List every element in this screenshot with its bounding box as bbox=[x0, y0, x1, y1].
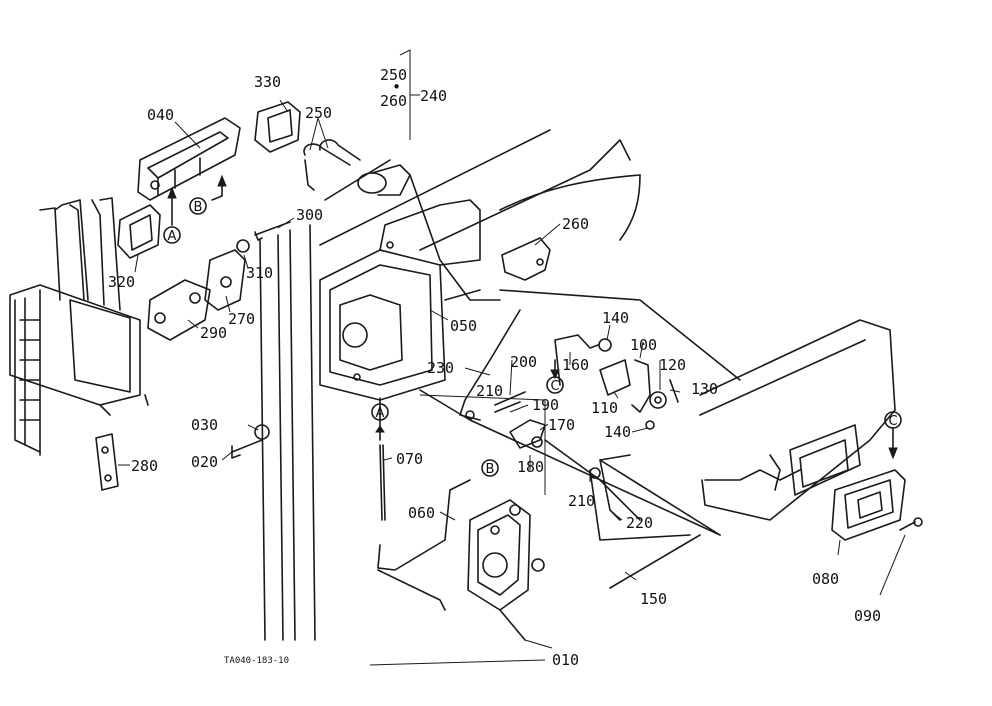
label-140-b: 140 bbox=[604, 423, 631, 441]
label-080: 080 bbox=[812, 570, 839, 588]
label-030: 030 bbox=[191, 416, 218, 434]
label-130: 130 bbox=[691, 380, 718, 398]
label-250-a: 250 bbox=[380, 66, 407, 84]
striker-plate bbox=[95, 433, 119, 491]
rods bbox=[377, 444, 471, 611]
callout-b-top: B bbox=[189, 197, 207, 215]
label-210-b: 210 bbox=[568, 492, 595, 510]
bolt-washer bbox=[231, 424, 270, 459]
callout-b-bottom: B bbox=[481, 459, 499, 477]
bracket-260 bbox=[501, 237, 551, 281]
key-cover bbox=[254, 101, 301, 153]
inside-handle bbox=[831, 469, 923, 541]
lock-body bbox=[319, 199, 481, 401]
svg-text:C: C bbox=[550, 379, 559, 394]
label-180: 180 bbox=[517, 458, 544, 476]
label-250-b: 250 bbox=[305, 104, 332, 122]
svg-text:B: B bbox=[486, 462, 495, 477]
label-190: 190 bbox=[532, 396, 559, 414]
svg-text:B: B bbox=[194, 200, 203, 215]
callout-a-bottom: A bbox=[371, 403, 389, 421]
circle-callouts: A B A B C C bbox=[163, 197, 902, 477]
label-090: 090 bbox=[854, 607, 881, 625]
label-dot: • bbox=[392, 78, 401, 96]
part-labels: 250 • 260 240 330 040 250 300 310 320 29… bbox=[108, 66, 881, 669]
latch-assembly bbox=[467, 499, 545, 641]
label-110: 110 bbox=[591, 399, 618, 417]
label-230: 230 bbox=[427, 359, 454, 377]
label-040: 040 bbox=[147, 106, 174, 124]
label-260-b: 260 bbox=[562, 215, 589, 233]
label-020: 020 bbox=[191, 453, 218, 471]
callout-c-left: C bbox=[546, 376, 564, 394]
reference-arrows bbox=[167, 174, 898, 460]
label-140-a: 140 bbox=[602, 309, 629, 327]
label-220: 220 bbox=[626, 514, 653, 532]
label-260-a: 260 bbox=[380, 92, 407, 110]
svg-text:A: A bbox=[168, 229, 177, 244]
label-320: 320 bbox=[108, 273, 135, 291]
mounting-plate bbox=[147, 221, 291, 341]
bracket-320 bbox=[117, 204, 161, 259]
label-060: 060 bbox=[408, 504, 435, 522]
callout-a-top: A bbox=[163, 226, 181, 244]
label-070: 070 bbox=[396, 450, 423, 468]
label-270: 270 bbox=[228, 310, 255, 328]
label-330: 330 bbox=[254, 73, 281, 91]
label-240: 240 bbox=[420, 87, 447, 105]
label-300: 300 bbox=[296, 206, 323, 224]
label-210-a: 210 bbox=[476, 382, 503, 400]
armrest bbox=[699, 319, 896, 521]
label-170: 170 bbox=[548, 416, 575, 434]
callout-c-right: C bbox=[884, 411, 902, 429]
svg-text:A: A bbox=[376, 406, 385, 421]
drawing-code: TA040-183-10 bbox=[224, 656, 289, 666]
key-cylinder bbox=[357, 164, 501, 301]
label-100: 100 bbox=[630, 336, 657, 354]
leader-lines bbox=[118, 49, 906, 666]
label-280: 280 bbox=[131, 457, 158, 475]
left-frame bbox=[9, 197, 149, 456]
label-120: 120 bbox=[659, 356, 686, 374]
label-160: 160 bbox=[562, 356, 589, 374]
label-310: 310 bbox=[246, 264, 273, 282]
outer-handle bbox=[137, 117, 241, 201]
label-200: 200 bbox=[510, 353, 537, 371]
label-150: 150 bbox=[640, 590, 667, 608]
svg-text:C: C bbox=[888, 414, 897, 429]
label-010: 010 bbox=[552, 651, 579, 669]
label-290: 290 bbox=[200, 324, 227, 342]
link-rods bbox=[459, 309, 701, 589]
keys bbox=[303, 139, 361, 191]
label-050: 050 bbox=[450, 317, 477, 335]
